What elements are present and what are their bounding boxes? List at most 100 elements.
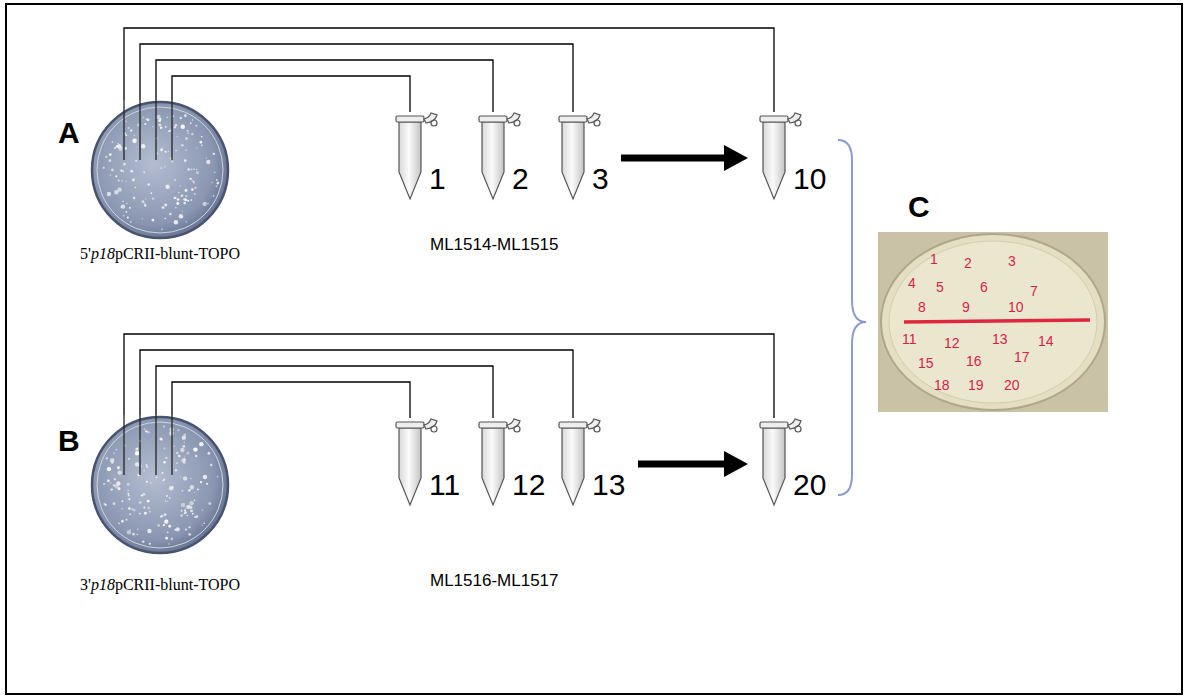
- pcr-tube: 12: [476, 418, 550, 508]
- colony-number: 15: [918, 356, 934, 370]
- tube-lid: [788, 419, 801, 429]
- colony: [187, 132, 189, 134]
- colony: [164, 513, 167, 516]
- colony: [122, 171, 124, 173]
- colony: [177, 198, 180, 201]
- colony: [164, 218, 166, 220]
- pick-line: [140, 44, 573, 112]
- colony: [213, 153, 215, 155]
- colony: [133, 197, 135, 199]
- tube-lid: [587, 113, 600, 123]
- colony: [192, 119, 193, 120]
- pcr-tube: 11: [393, 418, 465, 508]
- colony: [139, 501, 142, 504]
- colony: [182, 445, 185, 448]
- tube-body: [562, 122, 584, 199]
- colony: [166, 495, 168, 497]
- colony: [163, 426, 165, 428]
- dish-drawing: [90, 100, 230, 240]
- colony: [182, 490, 184, 492]
- colony: [178, 192, 179, 193]
- colony: [118, 522, 120, 524]
- colony: [194, 492, 195, 493]
- colony: [121, 204, 125, 208]
- colony: [190, 506, 193, 509]
- colony: [116, 449, 118, 451]
- tube-hinge: [594, 120, 600, 126]
- colony: [103, 503, 105, 505]
- culture-dish: 5'p18pCRII-blunt-TOPO: [75, 100, 245, 265]
- tube-lid: [507, 113, 520, 123]
- tube-rim: [559, 422, 587, 428]
- tube-lid: [788, 113, 801, 123]
- colony: [202, 509, 203, 510]
- colony: [111, 168, 114, 171]
- colony: [178, 455, 181, 458]
- colony: [181, 216, 183, 218]
- colony: [110, 458, 114, 462]
- colony: [184, 509, 186, 511]
- colony: [179, 214, 183, 218]
- colony-number: 11: [902, 332, 917, 346]
- colony: [121, 508, 122, 509]
- pick-line: [124, 334, 774, 418]
- colony: [129, 207, 131, 209]
- colony-number: 19: [968, 378, 984, 392]
- primer-label: ML1514-ML1515: [430, 236, 559, 255]
- colony: [152, 126, 153, 127]
- colony: [194, 516, 196, 518]
- colony: [165, 184, 169, 188]
- colony: [196, 169, 198, 171]
- colony: [187, 515, 189, 517]
- tube-number: 13: [592, 470, 625, 500]
- colony: [174, 197, 176, 199]
- tube-body: [562, 428, 584, 505]
- tube-hinge: [795, 426, 801, 432]
- colony: [168, 543, 170, 545]
- colony: [184, 114, 187, 117]
- tube-number: 3: [592, 164, 609, 194]
- colony: [139, 513, 141, 515]
- colony: [147, 500, 150, 503]
- colony: [169, 130, 171, 132]
- colony: [193, 447, 197, 451]
- tube-rim: [479, 116, 507, 122]
- dish-outline: [92, 417, 228, 553]
- colony: [157, 524, 160, 527]
- colony: [169, 213, 171, 215]
- colony-number: 20: [1004, 378, 1020, 392]
- colony: [174, 179, 176, 181]
- colony: [156, 115, 160, 119]
- colony: [181, 510, 183, 512]
- colony: [121, 520, 124, 523]
- pcr-tube: 10: [757, 112, 831, 202]
- colony: [135, 451, 139, 455]
- colony: [160, 149, 163, 152]
- colony-number: 9: [962, 300, 970, 314]
- colony: [184, 456, 185, 457]
- colony: [187, 130, 189, 132]
- tube-rim: [396, 116, 424, 122]
- colony: [194, 499, 196, 501]
- tube-number: 12: [512, 470, 545, 500]
- colony-number: 14: [1038, 334, 1054, 348]
- colony: [146, 466, 148, 468]
- colony: [107, 479, 110, 482]
- pick-line: [171, 415, 172, 475]
- dish-drawing: [90, 415, 230, 555]
- colony: [188, 489, 191, 492]
- colony: [121, 180, 122, 181]
- agar-plate: [881, 234, 1105, 410]
- colony: [141, 144, 145, 148]
- colony: [128, 498, 130, 500]
- colony: [136, 534, 138, 536]
- colony: [115, 484, 119, 488]
- tube-rim: [559, 116, 587, 122]
- tube-rim: [479, 422, 507, 428]
- colony: [137, 528, 139, 530]
- colony-number: 1: [930, 252, 938, 266]
- colony: [217, 181, 219, 183]
- colony: [183, 476, 187, 480]
- colony: [161, 207, 163, 209]
- pcr-tube: 20: [757, 418, 831, 508]
